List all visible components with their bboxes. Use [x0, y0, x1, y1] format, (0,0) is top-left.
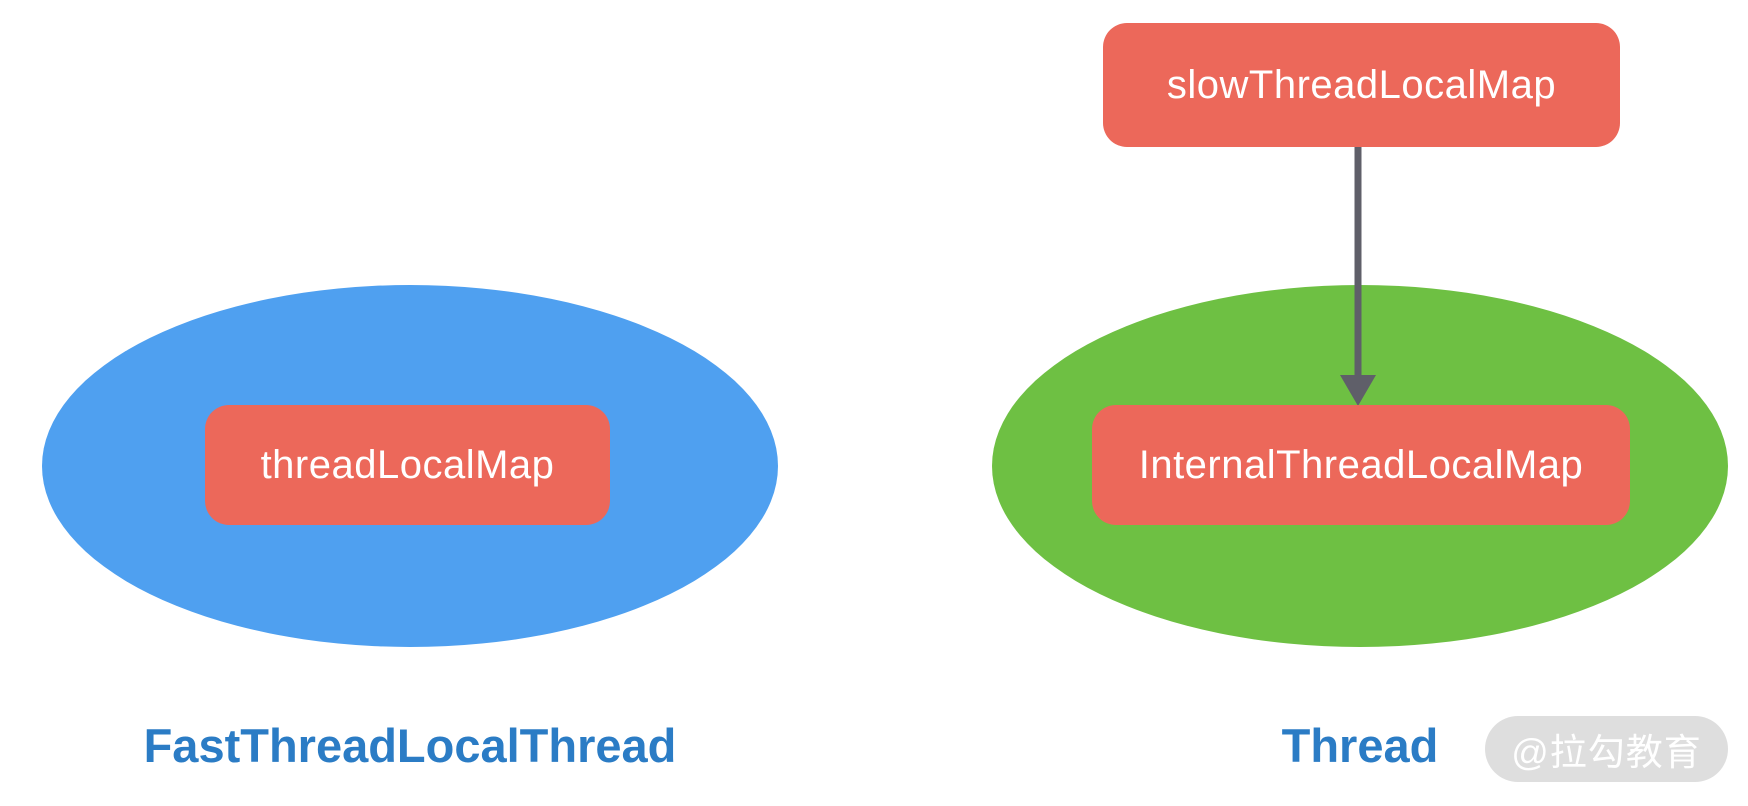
- slow-thread-local-map-label: slowThreadLocalMap: [1166, 62, 1557, 107]
- thread-local-map-box: threadLocalMap: [205, 405, 610, 525]
- watermark-text: @拉勾教育: [1511, 732, 1702, 773]
- fast-thread-local-thread-caption: FastThreadLocalThread: [143, 719, 677, 772]
- internal-thread-local-map-box: InternalThreadLocalMap: [1092, 405, 1630, 525]
- watermark-badge: @拉勾教育: [1485, 716, 1728, 782]
- down-arrow: [1340, 147, 1376, 406]
- thread-caption: Thread: [1281, 719, 1439, 772]
- slow-thread-local-map-box: slowThreadLocalMap: [1103, 23, 1620, 147]
- internal-thread-local-map-label: InternalThreadLocalMap: [1138, 442, 1584, 487]
- thread-local-map-label: threadLocalMap: [260, 442, 555, 487]
